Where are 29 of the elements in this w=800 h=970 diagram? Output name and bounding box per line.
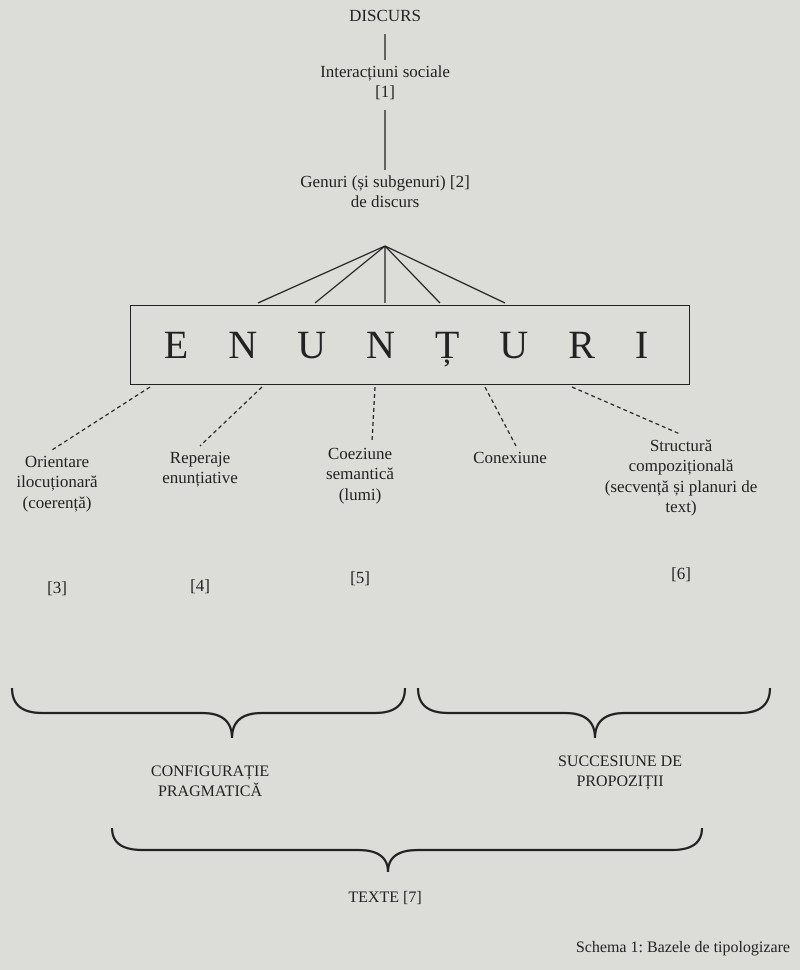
concept-label: Orientare ilocuționară (coerență)	[15, 452, 99, 514]
reference-number: [3]	[47, 578, 67, 598]
connector-line	[384, 34, 386, 60]
concept-label: Reperaje enunțiative	[161, 448, 239, 489]
connector-line	[384, 246, 386, 303]
connector-line	[258, 245, 386, 304]
dashed-connector	[572, 386, 680, 435]
group-label: TEXTE [7]	[347, 888, 423, 908]
connector-line	[384, 245, 506, 304]
concept-label: Conexiune	[450, 448, 570, 474]
concept-label: Structură compozițională (secvență și planuri de text)	[604, 436, 758, 518]
concept-label: Interacțiuni sociale [1]	[320, 62, 450, 108]
dashed-connector	[484, 386, 517, 446]
reference-number: [4]	[190, 576, 210, 596]
group-label: CONFIGURAȚIE PRAGMATICĂ	[150, 762, 270, 802]
concept-label: DISCURS	[325, 6, 445, 32]
dashed-connector	[52, 386, 150, 451]
dashed-connector	[371, 386, 376, 442]
group-label: SUCCESIUNE DE PROPOZIȚII	[556, 752, 683, 792]
caption: Schema 1: Bazele de tipologizare	[574, 938, 790, 958]
connector-line	[384, 246, 440, 304]
concept-box: E N U N Ț U R I	[130, 305, 690, 385]
reference-number: [6]	[671, 564, 691, 584]
concept-label: Genuri (și subgenuri) [2] de discurs	[300, 172, 470, 244]
connector-line	[384, 110, 386, 170]
reference-number: [5]	[350, 568, 370, 588]
connector-line	[314, 246, 386, 304]
dashed-connector	[200, 386, 262, 446]
concept-label: Coeziune semantică (lumi)	[325, 444, 395, 506]
